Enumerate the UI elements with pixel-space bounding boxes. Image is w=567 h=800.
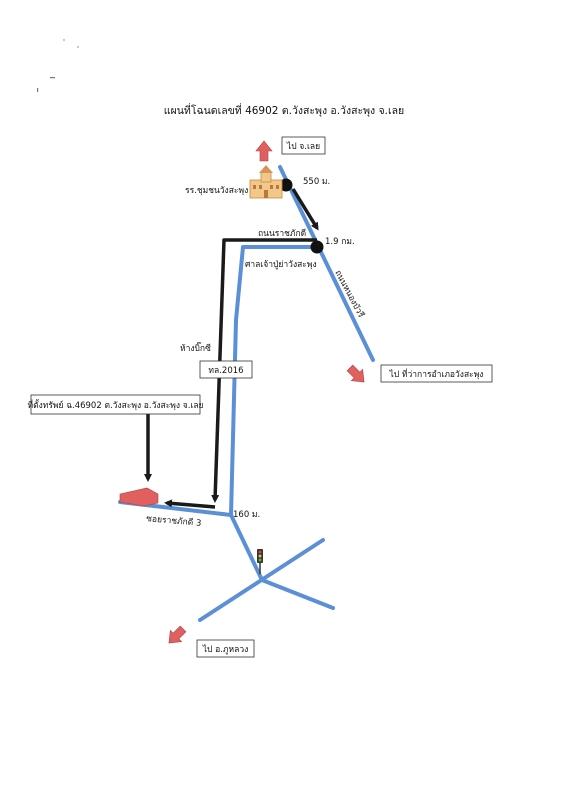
- direction-arrow-icon: [168, 625, 187, 644]
- distance-550-label: 550 ม.: [303, 177, 330, 187]
- soi-ratchaphakdi-3-label: ซอยราชภักดี 3: [146, 513, 202, 529]
- road-east-branch: [260, 578, 335, 610]
- route-2016-label: ทล.2016: [208, 366, 243, 376]
- school-label: รร.ชุมชนวังสะพุง: [185, 186, 248, 196]
- distance-1-9-label: 1.9 กม.: [325, 237, 355, 247]
- property-label: ที่ตั้งทรัพย์ ฉ.46902 ต.วังสะพุง อ.วังสะ…: [27, 399, 203, 411]
- traffic-light-icon: [257, 549, 263, 574]
- route-segment-2: [211, 238, 317, 503]
- to-phu-luang-label: ไป อ.ภูหลวง: [202, 644, 249, 655]
- direction-arrow-icon: [346, 364, 365, 383]
- to-loei-box: [281, 136, 326, 155]
- scan-specks: [37, 39, 79, 92]
- to-district-office-box: [380, 364, 493, 383]
- route-segment-1: [291, 188, 319, 231]
- school-building-icon: [249, 165, 283, 199]
- road-nong-bua-ri: [278, 165, 375, 362]
- route-segment-3: [164, 499, 216, 509]
- to-district-office-label: ไป ที่ว่าการอำเภอวังสะพุง: [389, 368, 484, 380]
- road-ratchaphakdi-label: ถนนราชภักดี: [258, 228, 306, 239]
- map-title: แผนที่โฉนดเลขที่ 46902 ต.วังสะพุง อ.วังส…: [164, 103, 404, 117]
- direction-arrow-icon: [255, 140, 273, 162]
- property-marker: [119, 487, 159, 507]
- to-loei-label: ไป จ.เลย: [286, 141, 320, 152]
- big-c-label: ห้างบิ๊กซี: [180, 341, 211, 354]
- road-network: [118, 165, 375, 622]
- to-phu-luang-box: [196, 639, 255, 658]
- landmark-dot-icon: [310, 240, 324, 254]
- distance-160-label: 160 ม.: [233, 510, 260, 520]
- property-box: [30, 394, 201, 415]
- route-path: [144, 188, 319, 509]
- landmark-dot-icon: [279, 178, 293, 192]
- shrine-label: ศาลเจ้าปู่ย่าวังสะพุง: [245, 259, 317, 270]
- route-2016-box: [199, 360, 253, 379]
- road-ratchaphakdi: [229, 245, 320, 582]
